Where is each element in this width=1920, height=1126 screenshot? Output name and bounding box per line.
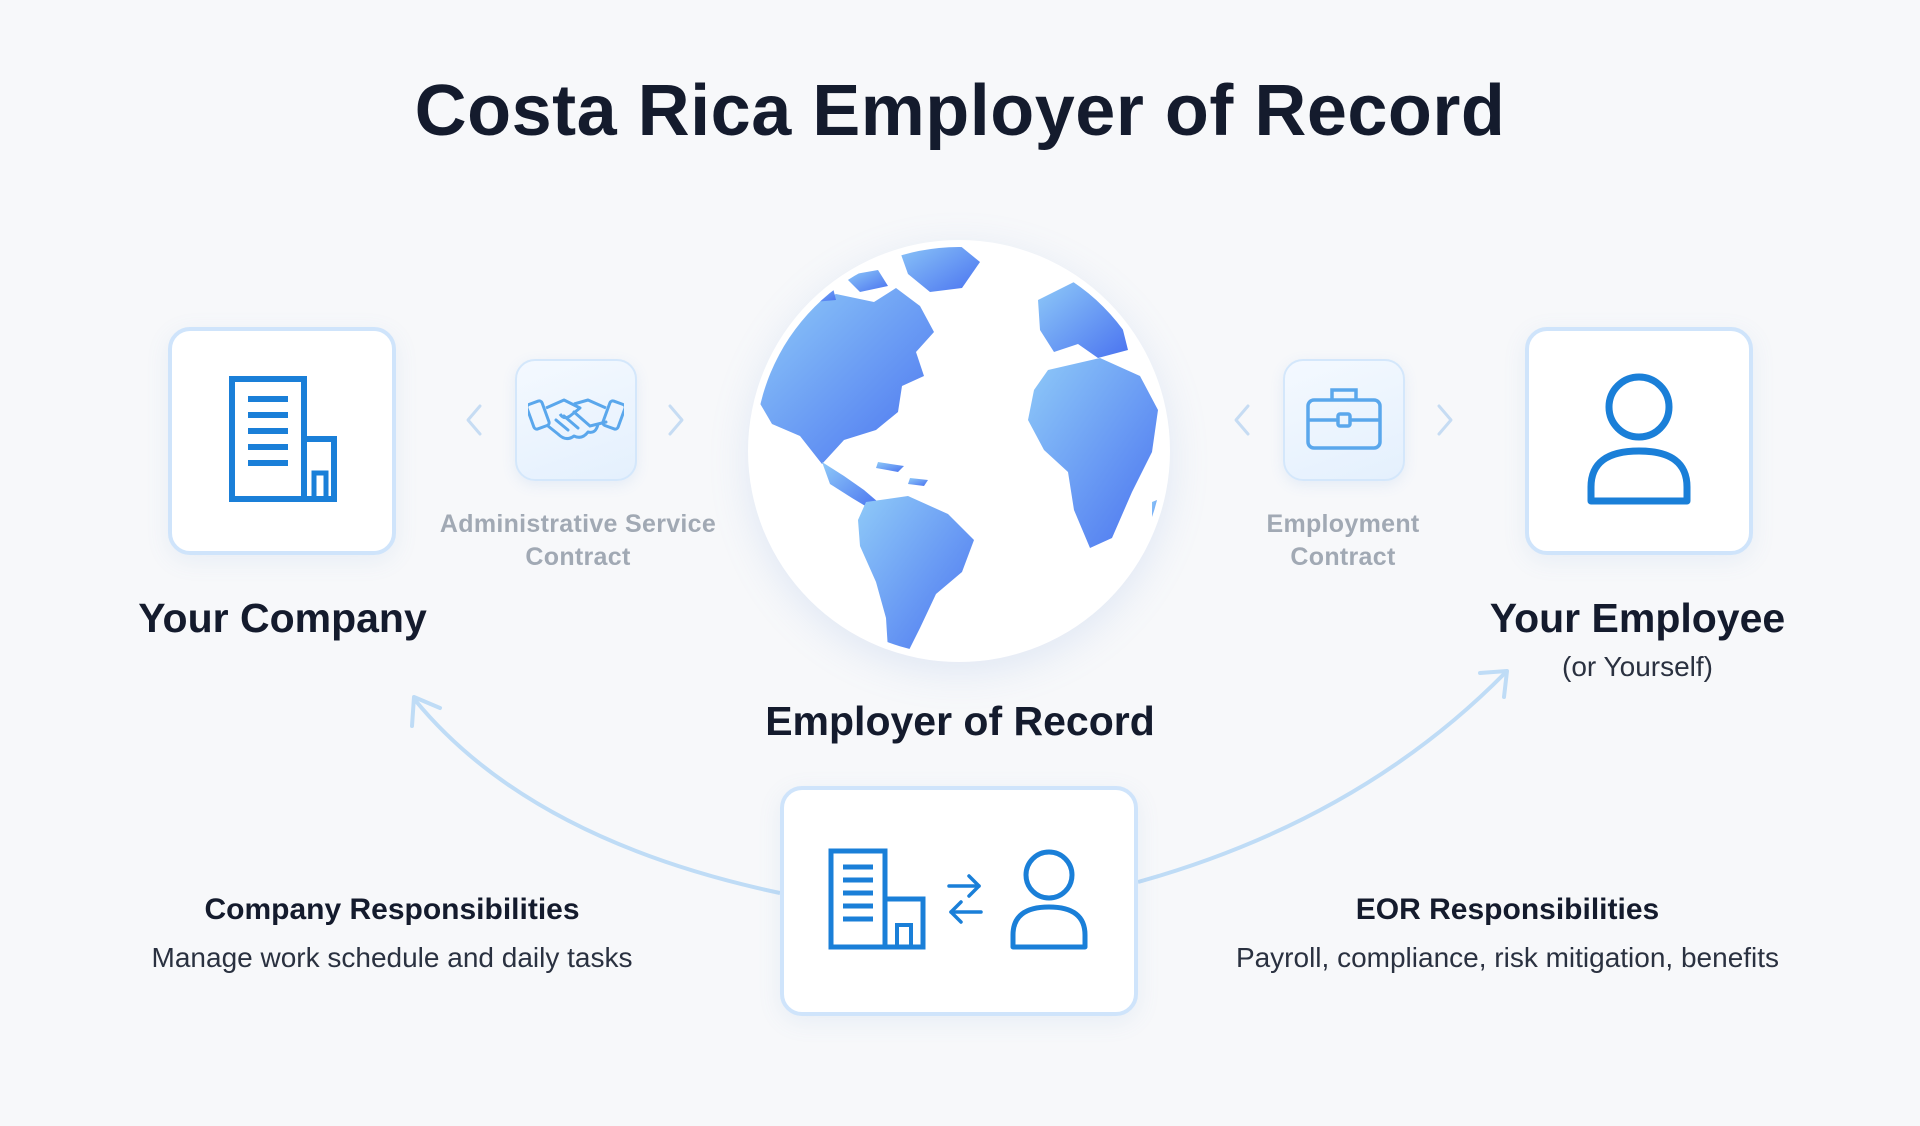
left-contract-label: Administrative Service Contract (420, 508, 736, 574)
exchange-arrows-icon (945, 872, 985, 931)
right-contract-line1: Employment (1266, 510, 1420, 538)
right-contract-line2: Contract (1290, 543, 1396, 571)
eor-responsibilities-text: Payroll, compliance, risk mitigation, be… (1235, 942, 1780, 973)
company-card (168, 327, 396, 555)
employee-card (1525, 327, 1753, 555)
person-icon (1007, 847, 1091, 956)
employee-label: Your Employee (1489, 595, 1786, 641)
left-contract-line1: Administrative Service (439, 510, 717, 538)
eor-label: Employer of Record (765, 698, 1155, 744)
page-title: Costa Rica Employer of Record (414, 71, 1506, 151)
briefcase-icon (1304, 384, 1384, 457)
chevron-right-icon (664, 400, 688, 440)
building-icon (827, 847, 927, 956)
globe-icon (748, 247, 1170, 666)
company-label: Your Company (138, 595, 427, 641)
handshake-icon (525, 388, 627, 453)
right-contract-label: Employment Contract (1193, 508, 1493, 574)
globe-container (748, 240, 1170, 662)
briefcase-card (1283, 359, 1405, 481)
eor-responsibilities-title: EOR Responsibilities (1355, 893, 1660, 926)
chevron-left-icon (462, 400, 486, 440)
person-icon (1579, 369, 1699, 514)
eor-card (780, 786, 1138, 1016)
company-responsibilities-text: Manage work schedule and daily tasks (151, 942, 633, 973)
left-contract-line2: Contract (525, 543, 631, 571)
building-icon (212, 369, 352, 514)
chevron-left-icon (1230, 400, 1254, 440)
handshake-card (515, 359, 637, 481)
chevron-right-icon (1433, 400, 1457, 440)
employee-sublabel: (or Yourself) (1562, 651, 1713, 682)
arrow-to-company-head (410, 695, 442, 728)
company-responsibilities-title: Company Responsibilities (204, 893, 580, 926)
